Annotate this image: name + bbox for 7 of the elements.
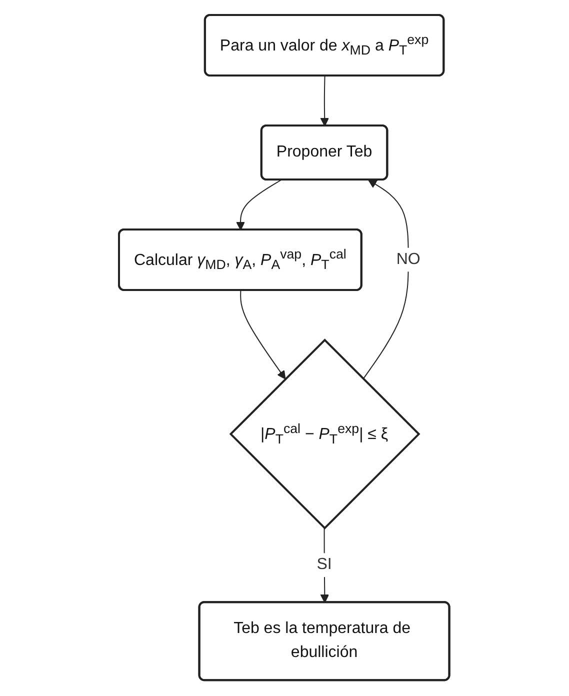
arrow: [236, 180, 282, 231]
edge-label: NO: [396, 251, 421, 268]
node-diamond: |P$_{T}$$^{cal}$ − P$_{T}$$^{exp}$| ≤ ξ: [230, 339, 421, 530]
arrow: [320, 76, 330, 127]
arrow: [240, 290, 286, 380]
edge-label: SI: [317, 556, 332, 574]
arrow: [363, 180, 410, 380]
